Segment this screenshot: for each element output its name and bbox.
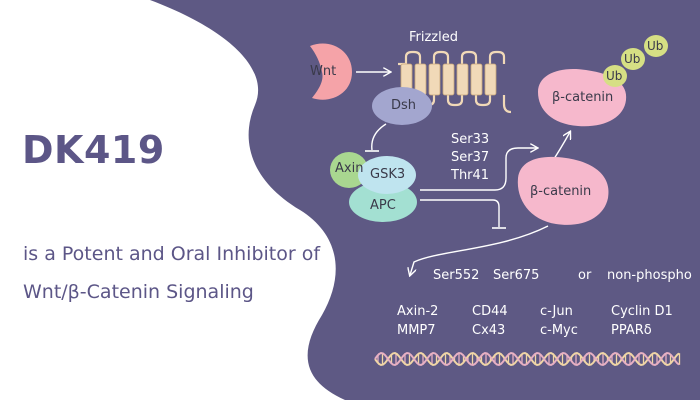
dna-strand — [374, 351, 680, 367]
ub-tag-label: Ub — [647, 39, 664, 53]
target-gene: c-Myc — [540, 323, 578, 338]
ubiquitin-tag — [644, 35, 668, 57]
target-gene: Axin-2 — [397, 304, 439, 319]
axin-protein — [330, 152, 368, 188]
receptor-loop — [474, 95, 492, 107]
ubiquitin-tag — [621, 48, 645, 70]
receptor-ctail — [502, 95, 512, 114]
target-gene: c-Jun — [540, 304, 573, 319]
receptor-helix — [456, 63, 469, 96]
frizzled-receptor — [398, 50, 512, 114]
frizzled-label: Frizzled — [409, 30, 458, 45]
nuclear-arrow — [410, 225, 549, 275]
gsk3-label: GSK3 — [370, 167, 406, 182]
wnt-label: Wnt — [310, 64, 337, 79]
subtitle-line-2: Wnt/β-Catenin Signaling — [23, 281, 254, 303]
apc-protein — [349, 182, 417, 222]
target-gene: MMP7 — [397, 323, 436, 338]
target-gene: PPARδ — [611, 323, 652, 338]
axin-label: Axin — [335, 161, 364, 176]
nuclear-site: Ser552 — [433, 268, 480, 283]
nuclear-site: Ser675 — [493, 268, 540, 283]
target-gene: CD44 — [472, 304, 508, 319]
receptor-loop — [432, 50, 450, 64]
dna-strand — [374, 351, 680, 367]
ubiquitinated-catenin-label: β-catenin — [552, 90, 614, 105]
wnt-ligand — [310, 43, 352, 100]
target-gene: Cyclin D1 — [611, 304, 673, 319]
target-gene: Cx43 — [472, 323, 506, 338]
nuclear-site-or: or — [578, 268, 592, 283]
phospho-site: Thr41 — [451, 168, 490, 183]
subtitle-line-1: is a Potent and Oral Inhibitor of — [23, 243, 321, 265]
receptor-loop — [404, 50, 422, 64]
apc-label: APC — [370, 198, 396, 213]
receptor-loop — [446, 95, 464, 107]
dsh-inhibition-arrow — [371, 123, 387, 151]
catenin-blob — [517, 156, 609, 225]
phospho-site: Ser33 — [451, 132, 490, 147]
degradation-arrow — [420, 148, 537, 191]
receptor-helix — [484, 63, 497, 96]
receptor-helix — [470, 63, 483, 96]
dsh-label: Dsh — [391, 98, 417, 113]
page-title: DK419 — [22, 128, 165, 172]
ub-tag-label: Ub — [606, 69, 623, 83]
ubiquitin-tag — [603, 65, 627, 87]
receptor-loop — [488, 50, 506, 64]
ub-tag-label: Ub — [624, 52, 641, 66]
nuclear-site: non-phospho — [607, 268, 692, 283]
receptor-helix — [428, 63, 441, 96]
receptor-helix — [442, 63, 455, 96]
ubiquitinated-catenin-blob — [538, 68, 627, 127]
dsh-protein — [372, 87, 432, 125]
phospho-site: Ser37 — [451, 150, 490, 165]
gsk3-protein — [358, 156, 416, 194]
dna-helix-icon — [374, 351, 681, 367]
complex-inhibition-arrow — [420, 199, 500, 227]
receptor-loop — [460, 50, 478, 64]
catenin-label: β-catenin — [530, 184, 592, 199]
